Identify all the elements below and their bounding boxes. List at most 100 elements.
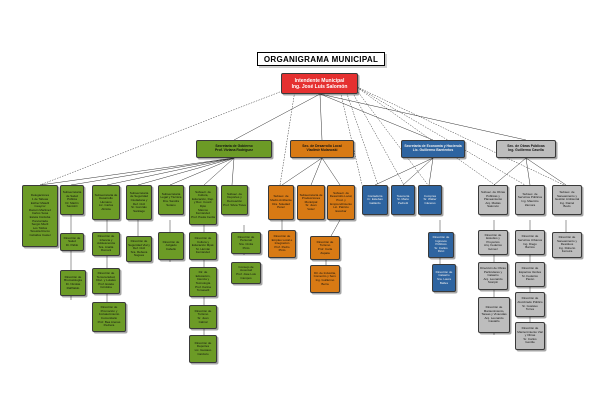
node-title: Dirección de Obras Particulares y Catast…: [480, 266, 506, 278]
node-saneamiento-residuos[interactable]: Dirección de Saneamiento y Residuos Ing.…: [552, 232, 582, 258]
node-person: Gentile: [525, 340, 535, 345]
node-empleo[interactable]: Dirección de Empleo Local e Integración …: [268, 230, 296, 258]
node-title: Dirección de Tercera Edad, Disc. y Lutal…: [96, 271, 116, 283]
node-compras[interactable]: Compras Sr. Walter Cáceres: [418, 185, 442, 215]
node-juzgado[interactable]: Dirección de Juzgado Cabello: [158, 232, 184, 260]
node-person: Sra. Analía: [98, 244, 114, 249]
connector-line: [354, 87, 429, 186]
node-desarrollo-prod[interactable]: Subsecr. de Desarrollo Local, Prod. y Em…: [327, 185, 355, 220]
node-person: Arq. Leonardo: [483, 276, 503, 281]
node-industria[interactable]: Dir. de Industria, Comercio y Serv. Ing.…: [310, 265, 340, 293]
node-title: Dirección de Cultura y Educación Mpal.: [191, 236, 215, 248]
node-ingresos[interactable]: Dirección de Ingresos Públicos Sr. Carlo…: [428, 232, 454, 258]
node-promocion[interactable]: Dirección de Promoción y Fortalecimiento…: [92, 302, 126, 332]
node-line: Esther Matelli: [30, 200, 50, 205]
node-title: Tesorería: [396, 193, 410, 198]
node-bromatologia[interactable]: Dirección de Bromatología Dr. Nicolás Ra…: [60, 270, 86, 296]
node-legal[interactable]: Subsecretaria Legal y Técnica Dra. Sandr…: [158, 185, 184, 215]
node-infancia[interactable]: Dirección de Infancia y Adolescencia Sra…: [92, 232, 120, 256]
node-line: Los Toldos: [32, 225, 48, 230]
node-planeamiento[interactable]: Subsec. de Obras Públicas y Planeamiento…: [478, 185, 508, 215]
connector-line: [354, 85, 565, 186]
node-tesoreria[interactable]: Tesorería Sr. Mario Pedretti: [391, 185, 415, 215]
node-line: Pancarrada: [32, 218, 48, 223]
node-person: Cabral: [198, 319, 208, 324]
node-person: Gómez: [488, 246, 498, 251]
node-person: Pérez: [277, 205, 285, 210]
node-person: Prof. Viviana Rodríguez: [215, 148, 253, 152]
node-cultura-mpal[interactable]: Dirección de Cultura y Educación Mpal. S…: [189, 232, 217, 260]
node-title: Subsecretaria de Desarrollo Humano: [94, 192, 118, 204]
node-servicios[interactable]: Subsec. de Servicios Públicos Ing. Mauri…: [515, 185, 545, 215]
node-personal[interactable]: Dirección de Personal Sra. Cintia Pinto: [231, 232, 261, 254]
node-sec-gobierno[interactable]: Secretaría de Gobierno Prof. Viviana Rod…: [196, 140, 272, 158]
node-sec-obras[interactable]: Sec. de Obras Públicas Ing. Guillermo Ca…: [496, 140, 556, 158]
node-person: Sr. Carlos: [523, 336, 537, 341]
node-estudios[interactable]: Dirección de Estudios y Proyectos Arq. F…: [478, 230, 508, 255]
node-seguridad-vial[interactable]: Dirección de Seguridad Vial y Def. Civil…: [126, 236, 152, 262]
node-person: Ing. Diego: [523, 241, 537, 246]
node-turismo-dir[interactable]: Dirección de Turismo Sr. Juan Cabral: [189, 305, 217, 329]
node-consejo[interactable]: Consejo de Juventud Prof. Jose Luis Camp…: [231, 262, 261, 284]
connector-line: [70, 157, 235, 186]
node-saneamiento-gestion[interactable]: Subsec. de Saneamiento y Gestión Ambient…: [552, 185, 582, 215]
node-dir-salud[interactable]: Dirección de Salud Dr. Pablo: [60, 233, 84, 251]
node-deportes-dir[interactable]: Dirección de Deportes Lic. Gustavo Cardo…: [189, 335, 217, 363]
node-sec-desarrollo[interactable]: Sec. de Desarrollo Local Vladimir Mulano…: [290, 140, 354, 158]
connector-line: [319, 93, 527, 141]
connector-line: [203, 157, 235, 186]
node-sec-economia[interactable]: Secretaría de Economía y Hacienda Lic. G…: [401, 140, 465, 158]
connector-line: [319, 93, 434, 141]
node-obras-particulares[interactable]: Dirección de Obras Particulares y Catast…: [478, 262, 508, 290]
node-person: Bovis: [563, 204, 571, 209]
node-person: Sra. Laura: [436, 277, 451, 281]
node-mantenimiento-vial[interactable]: Dirección de Mantenimiento Vial y Obras …: [515, 322, 545, 350]
node-cultura[interactable]: Subsecr. de Cultura, Educación, Dep. y R…: [189, 185, 217, 225]
node-title: Dirección de Catastro: [435, 269, 453, 278]
node-person: Romani: [100, 248, 112, 253]
node-servicios-urbanos[interactable]: Dirección de Servicios Urbanos Ing. Dieg…: [515, 230, 545, 255]
node-person: Santoliri: [66, 204, 78, 209]
node-person: Prof. Silvia Trava: [223, 202, 246, 207]
node-person: Prof. Bea Arenas: [97, 319, 121, 324]
node-title: Sec. de Obras Públicas: [507, 144, 545, 149]
node-catastro[interactable]: Dirección de Catastro Sra. Laura Balles: [432, 264, 456, 292]
node-title: Subsec. de Medio Ambiente: [270, 194, 292, 202]
node-person: Cáceres: [424, 200, 436, 205]
node-title: Secretaría de Gobierno: [215, 144, 253, 149]
node-intendente[interactable]: Intendente Municipal Ing. José Luis Salo…: [281, 73, 358, 94]
node-person: Vélez: [307, 206, 315, 211]
node-title: Dirección de Mantenimiento Vial y Obras: [517, 326, 543, 338]
node-tercera-edad[interactable]: Dirección de Tercera Edad, Disc. y Lutal…: [92, 268, 120, 294]
node-turismo[interactable]: Dirección de Turismo Prof. Carla Zapata: [310, 236, 340, 260]
node-contaduria[interactable]: Contaduría Cr. Esteban Gallardo: [362, 185, 388, 215]
node-title: Secretaría de Economía y Hacienda: [404, 144, 462, 149]
connector-line: [374, 157, 434, 186]
node-person: Castaño: [488, 319, 500, 324]
node-seguridad[interactable]: Subsecretaria de Seguridad Ciudadana y D…: [126, 185, 152, 220]
node-title: Compras: [423, 193, 437, 198]
node-title: Dirección de Mantenimiento, Tareas y Viv…: [481, 305, 507, 317]
node-delegaciones[interactable]: Delegaciones 1 de Taboas Esther Matelli …: [22, 185, 58, 247]
node-title: Subsecr. de Desarrollo Local, Prod. y Em…: [329, 190, 353, 206]
node-person: Ing. José Luis Salomón: [291, 83, 348, 90]
node-deportes[interactable]: Subsec. de Deportes y Recreación Prof. S…: [221, 185, 248, 215]
connector-line: [525, 157, 531, 186]
node-person: Ing. Daniel: [559, 200, 575, 205]
node-title: Dirección de Ingresos Públicos: [432, 235, 450, 247]
node-medio-ambiente[interactable]: Subsec. de Medio Ambiente Dra. Soledad P…: [268, 185, 294, 220]
node-person: Tomaselli: [196, 288, 210, 293]
node-person: Lic. Guillermo Barrientos: [412, 148, 454, 152]
connector-line: [428, 157, 434, 186]
node-producciones[interactable]: Subsecretaría de Producciones Municipal …: [297, 185, 325, 220]
node-espacios-verdes[interactable]: Dirección de Espacios Verdes Sr. Federic…: [515, 262, 545, 287]
node-educacion[interactable]: Dir. de Educación, Ciencia y Tecnología …: [189, 267, 217, 297]
node-person: Sr. Gustavo: [522, 303, 538, 308]
node-line: Ceballos Castel: [29, 232, 51, 237]
node-mantenimiento[interactable]: Dirección de Mantenimiento, Tareas y Viv…: [478, 297, 510, 333]
node-person: Zamora: [524, 202, 536, 207]
node-salud[interactable]: Subsecretaria de Salud Pública Dr. Martí…: [60, 185, 84, 215]
node-title: Dirección de Seguridad Vial y Def. Civil: [128, 239, 150, 251]
node-alumbrado[interactable]: Dirección de Alumbrado Público Sr. Gusta…: [515, 292, 545, 317]
node-desarrollo-humano[interactable]: Subsecretaria de Desarrollo Humano Lic. …: [92, 185, 120, 220]
